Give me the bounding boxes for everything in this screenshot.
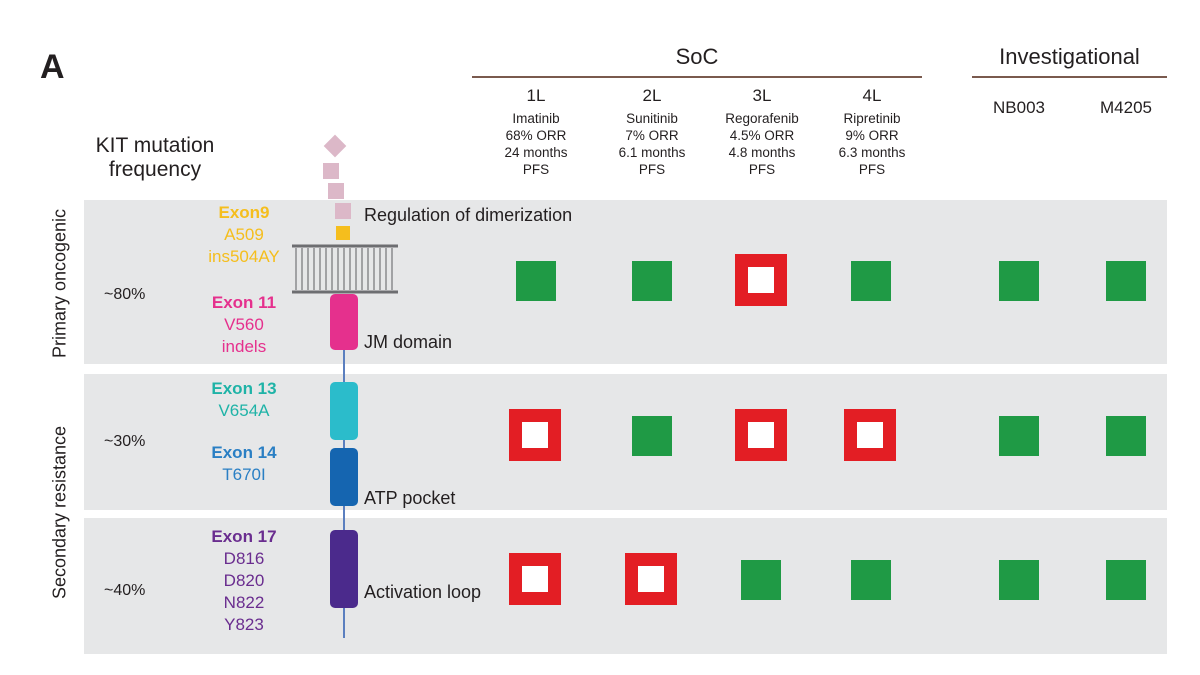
mutation-detail: V654A	[218, 401, 270, 420]
response-sensitive-marker	[1106, 560, 1146, 600]
response-sensitive-marker	[1106, 261, 1146, 301]
jm-domain-exon11	[330, 294, 358, 350]
response-sensitive-marker	[851, 261, 891, 301]
pfs-label: PFS	[748, 162, 776, 177]
line-label: 1L	[526, 86, 546, 105]
mutation-detail: A509	[224, 225, 264, 244]
drug-name: Sunitinib	[626, 111, 678, 126]
mutation-detail: N822	[223, 593, 265, 612]
cell-membrane	[292, 244, 398, 294]
ig-domain-3	[328, 183, 344, 199]
mutation-detail: Y823	[224, 615, 264, 634]
orr-value: 4.5% ORR	[729, 128, 795, 143]
mutation-detail: indels	[221, 337, 267, 356]
response-resistant-marker	[509, 553, 561, 605]
response-sensitive-marker	[851, 560, 891, 600]
pfs-value: 6.1 months	[618, 145, 686, 160]
exon-label: Exon9	[218, 203, 270, 222]
response-resistant-marker	[844, 409, 896, 461]
kinase-domain-exon13	[330, 382, 358, 440]
ig-domain-1	[323, 134, 347, 158]
mutation-detail: V560	[224, 315, 264, 334]
domain-label-atp-pocket: ATP pocket	[364, 488, 456, 508]
response-sensitive-marker	[999, 560, 1039, 600]
line-label: 2L	[642, 86, 662, 105]
orr-value: 68% ORR	[505, 128, 567, 143]
response-sensitive-marker	[999, 261, 1039, 301]
column-header-3l: 3L Regorafenib 4.5% ORR 4.8 months PFS	[702, 86, 822, 178]
group-label-primary: Primary oncogenic	[49, 208, 70, 359]
domain-label-dimerization: Regulation of dimerization	[364, 205, 573, 225]
response-resistant-marker	[625, 553, 677, 605]
response-sensitive-marker	[632, 416, 672, 456]
domain-label-jm: JM domain	[364, 332, 453, 352]
soc-rule	[472, 76, 922, 78]
panel-label: A	[40, 48, 65, 86]
response-sensitive-marker	[741, 560, 781, 600]
ig-domain-2	[323, 163, 339, 179]
kit-receptor-diagram	[292, 134, 398, 638]
orr-value: 7% ORR	[625, 128, 679, 143]
mutation-detail: T670I	[222, 465, 266, 484]
response-sensitive-marker	[516, 261, 556, 301]
mutation-detail: D816	[223, 549, 265, 568]
exon-label: Exon 14	[211, 443, 277, 462]
column-header-1l: 1L Imatinib 68% ORR 24 months PFS	[476, 86, 596, 178]
group-label-secondary: Secondary resistance	[49, 425, 70, 600]
ig-domain-4	[335, 203, 351, 219]
kit-frequency-title: KIT mutation frequency	[80, 134, 230, 182]
domain-label-activation-loop: Activation loop	[364, 582, 482, 602]
line-label: 3L	[752, 86, 772, 105]
exon-label: Exon 13	[211, 379, 277, 398]
activation-loop-exon17	[330, 530, 358, 608]
mutation-exon9: Exon9 A509 ins504AY	[174, 202, 314, 268]
frequency-primary: ~80%	[104, 286, 146, 303]
investigational-title: Investigational	[999, 44, 1140, 69]
pfs-label: PFS	[522, 162, 550, 177]
column-header-m4205: M4205	[1100, 98, 1152, 117]
response-resistant-marker	[735, 254, 787, 306]
pfs-value: 4.8 months	[728, 145, 796, 160]
pfs-value: 24 months	[504, 145, 568, 160]
orr-value: 9% ORR	[845, 128, 899, 143]
mutation-exon13: Exon 13 V654A	[174, 378, 314, 422]
column-header-nb003: NB003	[993, 98, 1045, 117]
frequency-secondary-1: ~30%	[104, 433, 146, 450]
row-band-primary	[84, 200, 1167, 364]
soc-title: SoC	[675, 44, 719, 69]
investigational-rule	[972, 76, 1167, 78]
pfs-value: 6.3 months	[838, 145, 906, 160]
response-resistant-marker	[735, 409, 787, 461]
exon-label: Exon 17	[211, 527, 277, 546]
response-sensitive-marker	[999, 416, 1039, 456]
pfs-label: PFS	[638, 162, 666, 177]
kinase-domain-exon14	[330, 448, 358, 506]
exon-label: Exon 11	[211, 293, 277, 312]
mutation-detail: ins504AY	[208, 247, 280, 266]
response-resistant-marker	[509, 409, 561, 461]
response-sensitive-marker	[1106, 416, 1146, 456]
drug-name: Regorafenib	[725, 111, 799, 126]
ig-domain-5-exon9	[336, 226, 350, 240]
frequency-secondary-2: ~40%	[104, 582, 146, 599]
drug-name: Ripretinib	[843, 111, 901, 126]
drug-name: Imatinib	[512, 111, 560, 126]
line-label: 4L	[862, 86, 882, 105]
pfs-label: PFS	[858, 162, 886, 177]
mutation-exon17: Exon 17 D816 D820 N822 Y823	[174, 526, 314, 636]
kit-title-line2: frequency	[108, 158, 202, 181]
row-band-secondary-1	[84, 374, 1167, 510]
column-header-4l: 4L Ripretinib 9% ORR 6.3 months PFS	[812, 86, 932, 178]
mutation-exon11: Exon 11 V560 indels	[174, 292, 314, 358]
response-sensitive-marker	[632, 261, 672, 301]
kit-title-line1: KIT mutation	[95, 134, 215, 157]
mutation-exon14: Exon 14 T670I	[174, 442, 314, 486]
mutation-detail: D820	[223, 571, 265, 590]
column-header-2l: 2L Sunitinib 7% ORR 6.1 months PFS	[592, 86, 712, 178]
